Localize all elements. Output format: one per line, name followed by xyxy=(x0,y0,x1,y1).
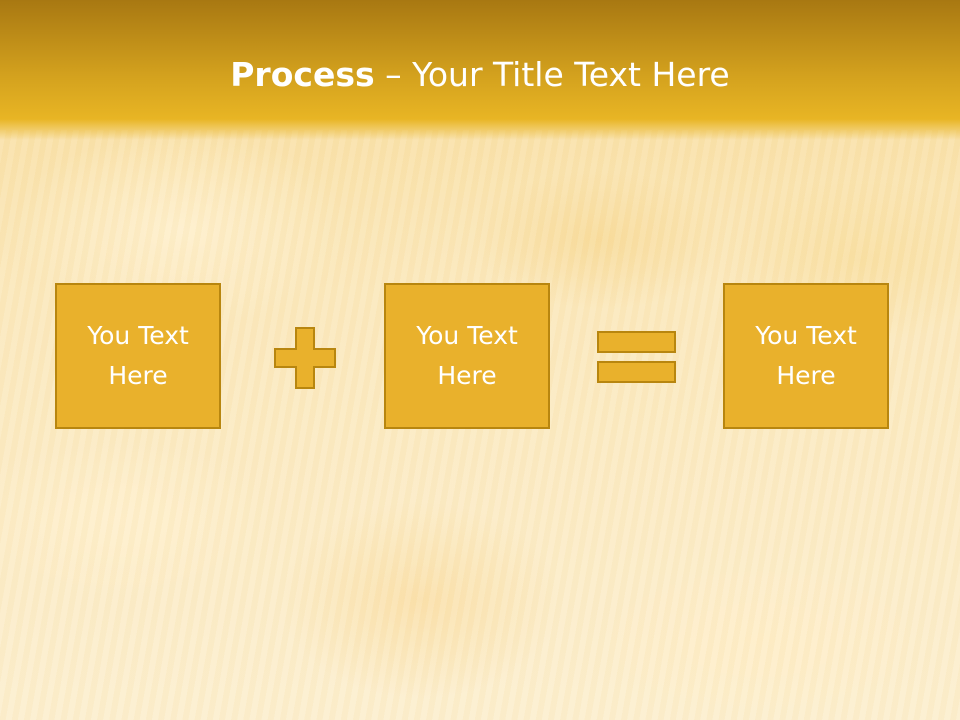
title-rest: – Your Title Text Here xyxy=(374,55,730,94)
process-box-1-text: You Text Here xyxy=(87,321,189,390)
process-box-2-text: You Text Here xyxy=(416,321,518,390)
title-bar xyxy=(0,0,960,140)
process-box-3[interactable]: You Text Here xyxy=(723,283,889,429)
plus-icon xyxy=(274,327,336,389)
process-box-1[interactable]: You Text Here xyxy=(55,283,221,429)
equals-icon xyxy=(597,331,676,383)
slide-title: Process – Your Title Text Here xyxy=(0,52,960,98)
process-box-3-text: You Text Here xyxy=(755,321,857,390)
process-box-2[interactable]: You Text Here xyxy=(384,283,550,429)
title-bold-part: Process xyxy=(230,55,375,94)
